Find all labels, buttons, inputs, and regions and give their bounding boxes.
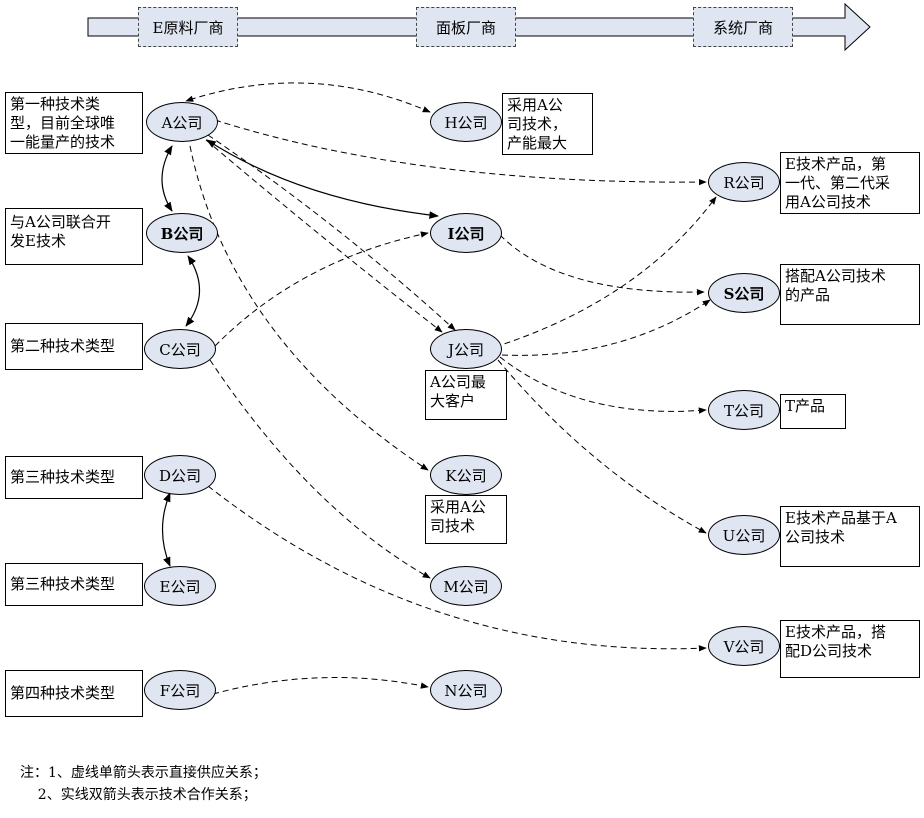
company-node-I: I公司: [430, 213, 502, 253]
link-J-R: [494, 196, 717, 348]
description-box-S: 搭配A公司技术 的产品: [780, 264, 920, 325]
company-node-D: D公司: [144, 455, 216, 495]
description-box-D: 第三种技术类型: [5, 456, 143, 499]
company-node-V: V公司: [708, 626, 780, 666]
company-node-S: S公司: [708, 273, 780, 313]
company-node-C: C公司: [144, 329, 216, 369]
link-J-U: [497, 359, 707, 534]
description-box-B: 与A公司联合开 发E技术: [5, 208, 143, 265]
company-node-M: M公司: [430, 566, 502, 606]
link-C-I: [214, 231, 429, 347]
company-node-K: K公司: [430, 455, 502, 495]
company-node-E: E公司: [144, 566, 216, 606]
link-I-S: [499, 234, 705, 296]
link-D-E: [161, 492, 171, 567]
link-A-I: [206, 139, 439, 219]
link-J-S: [501, 299, 711, 356]
link-A-J-2: [205, 139, 443, 333]
company-node-N: N公司: [430, 670, 502, 710]
company-node-J: J公司: [430, 329, 502, 369]
description-box-J: A公司最 大客户: [425, 370, 507, 420]
stage-label-raw-material: E原料厂商: [138, 7, 238, 47]
link-A-K: [189, 145, 429, 471]
description-box-R: E技术产品，第 一代、第二代采 用A公司技术: [780, 152, 920, 214]
description-box-A: 第一种技术类 型，目前全球唯 一能量产的技术: [5, 92, 143, 154]
link-A-J-1: [207, 134, 456, 331]
description-box-U: E技术产品基于A 公司技术: [780, 506, 920, 567]
link-J-T: [499, 356, 707, 414]
description-box-F: 第四种技术类型: [5, 670, 143, 717]
link-A-B: [161, 145, 173, 212]
company-node-H: H公司: [430, 102, 502, 142]
description-box-K: 采用A公 司技术: [425, 495, 507, 544]
company-node-U: U公司: [708, 515, 780, 555]
description-box-H: 采用A公 司技术， 产能最大: [502, 93, 593, 155]
link-C-M: [209, 359, 431, 579]
company-node-A: A公司: [146, 102, 218, 142]
description-box-T: T产品: [780, 394, 846, 429]
link-F-N: [212, 677, 429, 695]
link-B-C: [185, 255, 201, 327]
company-node-F: F公司: [144, 670, 216, 710]
stage-label-system: 系统厂商: [693, 7, 793, 47]
description-box-C: 第二种技术类型: [5, 323, 143, 370]
company-node-R: R公司: [708, 162, 780, 202]
description-box-V: E技术产品，搭 配D公司技术: [780, 620, 920, 678]
company-node-B: B公司: [146, 213, 218, 253]
link-A-R: [214, 119, 707, 186]
legend-note-dashed: 注：1、虚线单箭头表示直接供应关系；: [20, 765, 267, 781]
company-node-T: T公司: [708, 390, 780, 430]
stage-label-panel: 面板厂商: [416, 7, 516, 47]
link-A-H: [185, 82, 431, 113]
description-box-E: 第三种技术类型: [5, 563, 143, 606]
legend-note-solid: 2、实线双箭头表示技术合作关系；: [20, 787, 257, 803]
